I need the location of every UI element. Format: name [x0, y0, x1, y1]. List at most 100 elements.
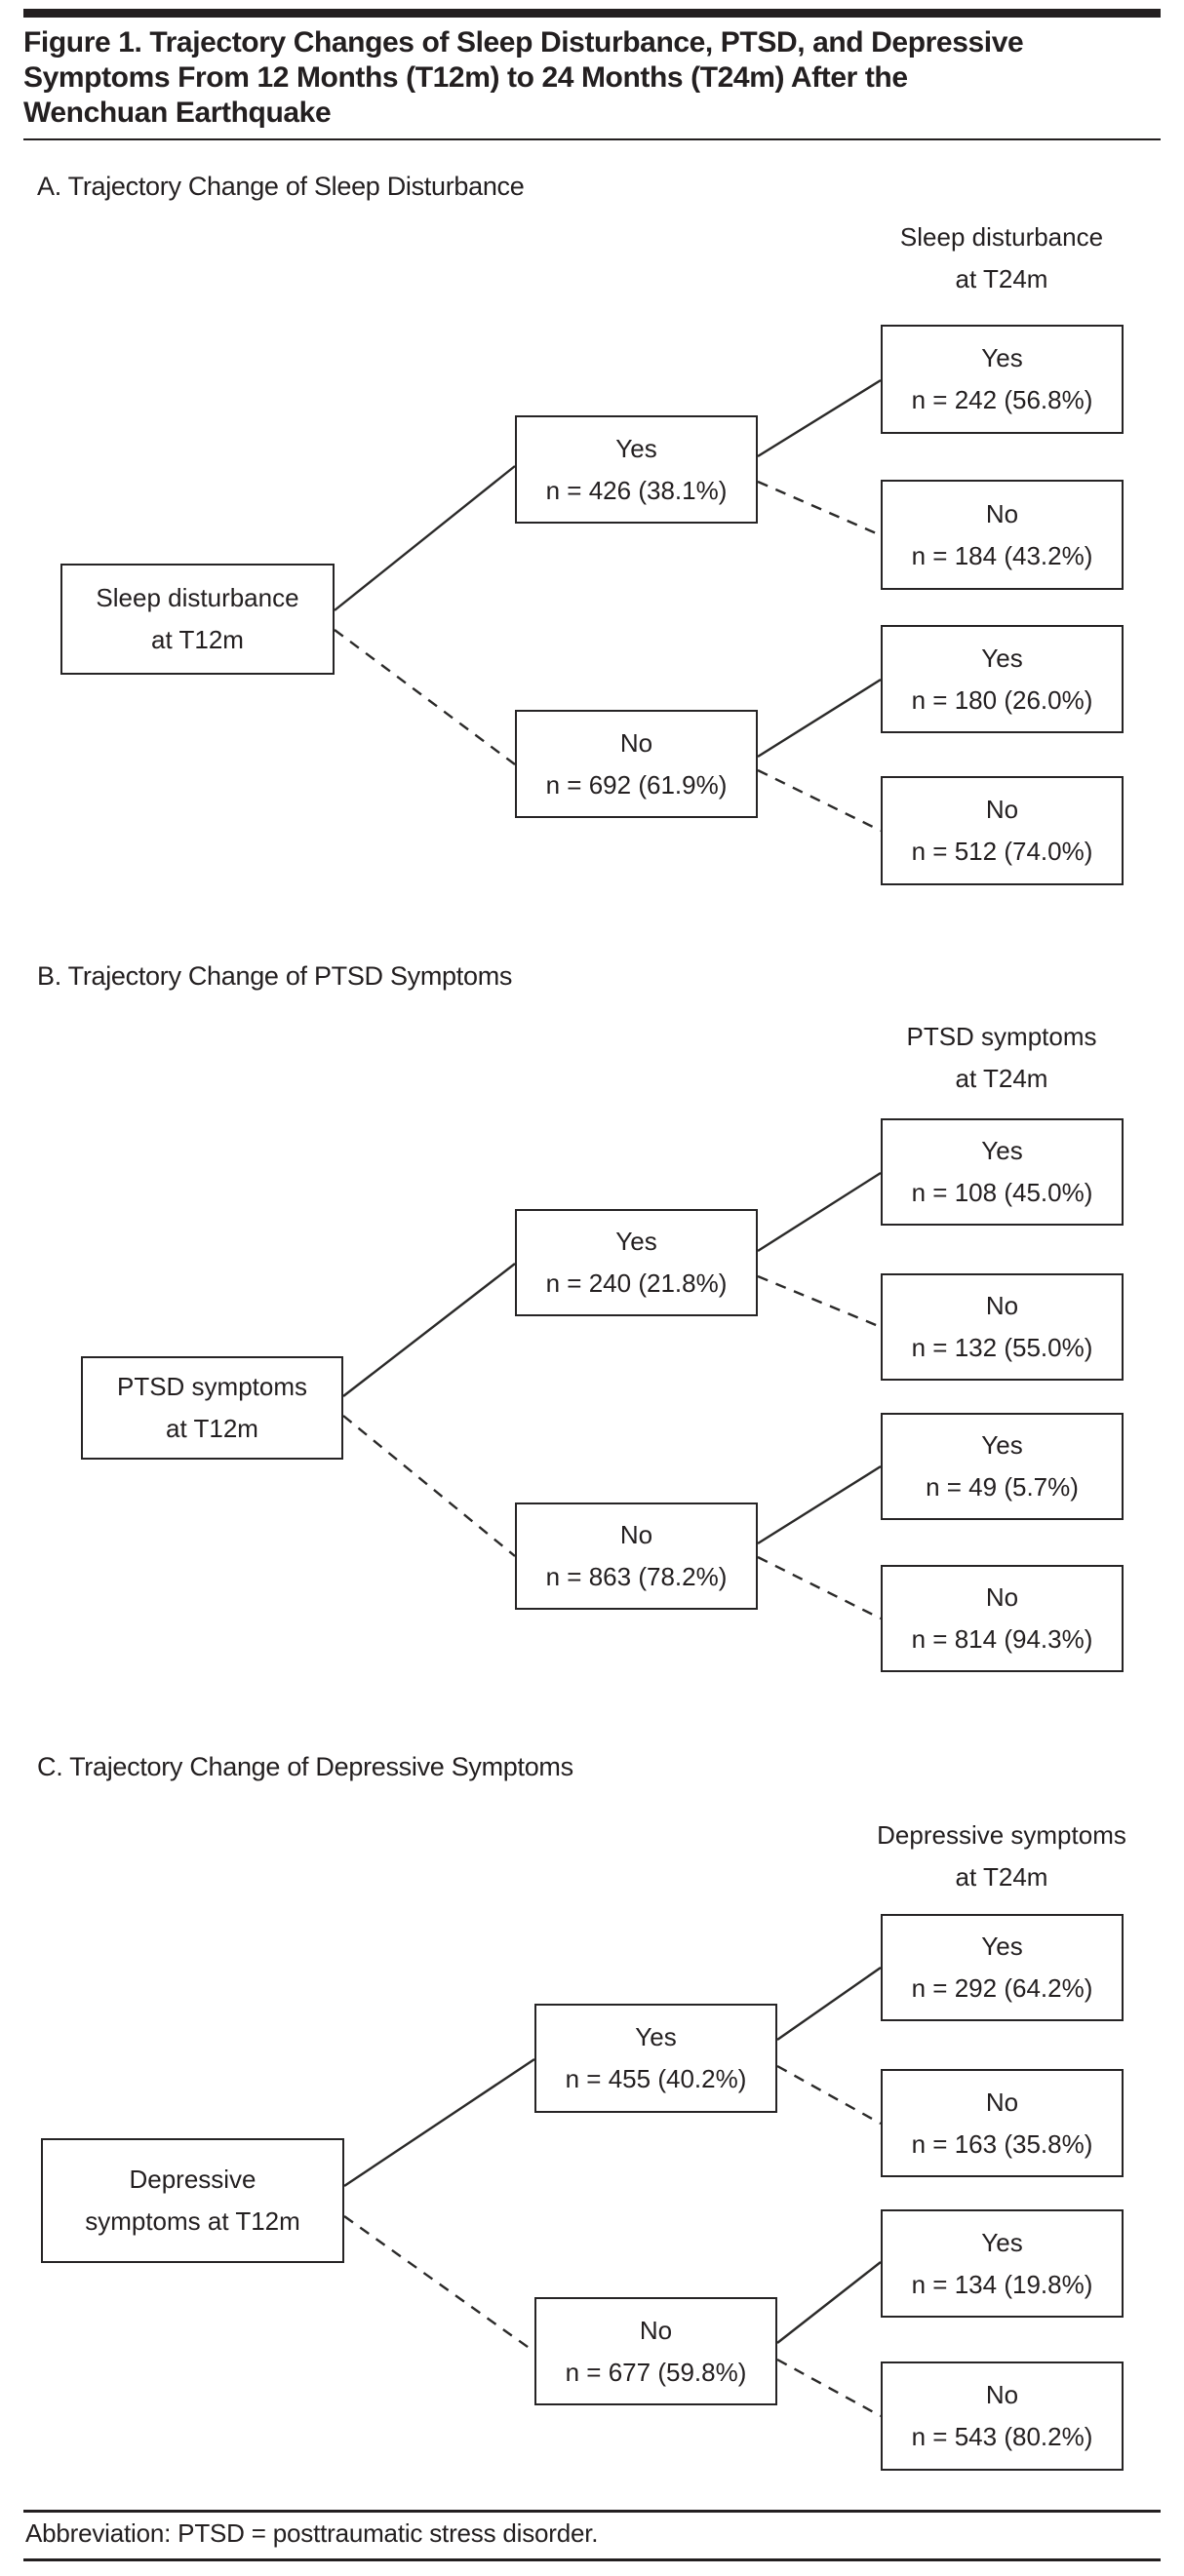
node-count: n = 184 (43.2%)	[911, 540, 1093, 570]
connector-b-no-yes	[757, 1464, 882, 1545]
node-label: No	[619, 1520, 653, 1549]
panel-a-outcome-header-line-2: at T24m	[955, 264, 1048, 293]
panel-b-outcome-header-line-2: at T24m	[955, 1064, 1048, 1093]
panel-a-outcome-header-line-1: Sleep disturbance	[899, 222, 1104, 252]
node-label: Yes	[981, 1430, 1023, 1460]
connector-a-yes-yes	[757, 378, 882, 458]
panel-b-heading: B. Trajectory Change of PTSD Symptoms	[37, 961, 513, 991]
panel-c-outcome-header-line-2: at T24m	[955, 1862, 1048, 1892]
node-label: Yes	[615, 1227, 657, 1256]
abbreviation-footnote: Abbreviation: PTSD = posttraumatic stres…	[25, 2518, 599, 2548]
connector-c-root-no	[343, 2215, 535, 2353]
node-count: n = 512 (74.0%)	[911, 837, 1093, 866]
panel-a-yes-box: Yes n = 426 (38.1%)	[515, 415, 758, 524]
panel-a-yes-yes-box: Yes n = 242 (56.8%)	[881, 325, 1124, 434]
panel-b-no-yes-box: Yes n = 49 (5.7%)	[881, 1413, 1124, 1520]
node-label: Yes	[635, 2022, 677, 2051]
node-label: Depressive	[129, 2165, 257, 2194]
panel-a-root-box: Sleep disturbance at T12m	[60, 564, 335, 675]
panel-a-no-yes-box: Yes n = 180 (26.0%)	[881, 625, 1124, 733]
node-count: symptoms at T12m	[85, 2206, 300, 2236]
panel-c-outcome-header: Depressive symptoms at T24m	[855, 1815, 1148, 1898]
connector-a-no-no	[757, 768, 882, 833]
panel-b-outcome-header-line-1: PTSD symptoms	[906, 1022, 1097, 1051]
connector-c-root-yes	[343, 2058, 535, 2187]
connector-b-yes-yes	[757, 1171, 882, 1253]
node-count: n = 180 (26.0%)	[911, 684, 1093, 715]
node-label: No	[985, 2380, 1019, 2409]
node-count: n = 108 (45.0%)	[911, 1178, 1093, 1207]
panel-a-outcome-header: Sleep disturbance at T24m	[855, 216, 1148, 300]
panel-c-no-yes-box: Yes n = 134 (19.8%)	[881, 2209, 1124, 2318]
panel-c-no-no-box: No n = 543 (80.2%)	[881, 2361, 1124, 2471]
connector-c-no-yes	[776, 2261, 882, 2344]
panel-c-yes-no-box: No n = 163 (35.8%)	[881, 2069, 1124, 2177]
node-count: n = 426 (38.1%)	[545, 475, 728, 505]
connector-a-no-yes	[757, 678, 882, 759]
node-count: n = 814 (94.3%)	[911, 1624, 1093, 1654]
top-thick-rule	[23, 9, 1161, 18]
node-count: n = 455 (40.2%)	[565, 2064, 747, 2093]
connector-c-no-no	[776, 2358, 882, 2418]
panel-c-root-box: Depressive symptoms at T12m	[41, 2138, 344, 2263]
footnote-top-rule	[23, 2510, 1161, 2513]
node-label: Yes	[981, 1932, 1023, 1961]
node-count: n = 242 (56.8%)	[911, 385, 1093, 414]
node-label: No	[985, 2087, 1019, 2117]
panel-b-root-box: PTSD symptoms at T12m	[81, 1356, 343, 1460]
node-count: n = 692 (61.9%)	[545, 769, 728, 800]
panel-b-yes-yes-box: Yes n = 108 (45.0%)	[881, 1118, 1124, 1226]
connector-b-root-yes	[342, 1263, 516, 1397]
node-label: Yes	[981, 343, 1023, 372]
node-count: at T12m	[166, 1414, 258, 1443]
node-label: Yes	[981, 2227, 1023, 2257]
panel-a-yes-no-box: No n = 184 (43.2%)	[881, 480, 1124, 590]
connector-b-yes-no	[757, 1274, 882, 1329]
node-label: No	[985, 1291, 1019, 1320]
panel-a-heading: A. Trajectory Change of Sleep Disturbanc…	[37, 172, 525, 201]
node-count: n = 49 (5.7%)	[926, 1472, 1079, 1502]
connector-a-root-yes	[334, 465, 516, 611]
node-count: n = 240 (21.8%)	[545, 1268, 728, 1298]
node-count: n = 677 (59.8%)	[565, 2357, 747, 2387]
node-count: n = 163 (35.8%)	[911, 2128, 1093, 2159]
figure-title-line-1: Figure 1. Trajectory Changes of Sleep Di…	[23, 26, 1024, 59]
connector-b-root-no	[342, 1415, 516, 1557]
panel-c-yes-box: Yes n = 455 (40.2%)	[534, 2004, 777, 2113]
figure-title: Figure 1. Trajectory Changes of Sleep Di…	[23, 25, 1161, 131]
title-separator-rule	[23, 138, 1161, 140]
panel-a-no-box: No n = 692 (61.9%)	[515, 710, 758, 818]
node-count: at T12m	[151, 625, 244, 654]
panel-a-no-no-box: No n = 512 (74.0%)	[881, 776, 1124, 885]
node-label: No	[985, 795, 1019, 824]
connector-a-root-no	[334, 629, 516, 765]
panel-b-yes-box: Yes n = 240 (21.8%)	[515, 1209, 758, 1316]
panel-c-no-box: No n = 677 (59.8%)	[534, 2297, 777, 2405]
node-count: n = 292 (64.2%)	[911, 1973, 1093, 2003]
node-label: No	[985, 1582, 1019, 1612]
node-label: No	[985, 498, 1019, 528]
node-count: n = 543 (80.2%)	[911, 2422, 1093, 2451]
node-label: No	[639, 2315, 673, 2345]
figure-title-line-3: Wenchuan Earthquake	[23, 97, 332, 129]
connector-a-yes-no	[757, 480, 882, 537]
panel-c-outcome-header-line-1: Depressive symptoms	[877, 1820, 1126, 1850]
node-count: n = 134 (19.8%)	[911, 2269, 1093, 2299]
connector-c-yes-yes	[776, 1967, 882, 2041]
panel-b-yes-no-box: No n = 132 (55.0%)	[881, 1273, 1124, 1381]
panel-b-no-no-box: No n = 814 (94.3%)	[881, 1565, 1124, 1672]
node-label: Yes	[981, 643, 1023, 673]
node-label: PTSD symptoms	[116, 1372, 308, 1401]
node-label: Yes	[981, 1136, 1023, 1165]
bottom-rule	[23, 2558, 1161, 2561]
panel-b-no-box: No n = 863 (78.2%)	[515, 1503, 758, 1610]
figure-title-line-2: Symptoms From 12 Months (T12m) to 24 Mon…	[23, 61, 908, 94]
node-label: No	[619, 727, 653, 758]
node-count: n = 132 (55.0%)	[911, 1333, 1093, 1362]
panel-b-outcome-header: PTSD symptoms at T24m	[855, 1016, 1148, 1100]
node-count: n = 863 (78.2%)	[545, 1562, 728, 1591]
node-label: Yes	[615, 433, 657, 463]
connector-b-no-no	[757, 1555, 882, 1620]
